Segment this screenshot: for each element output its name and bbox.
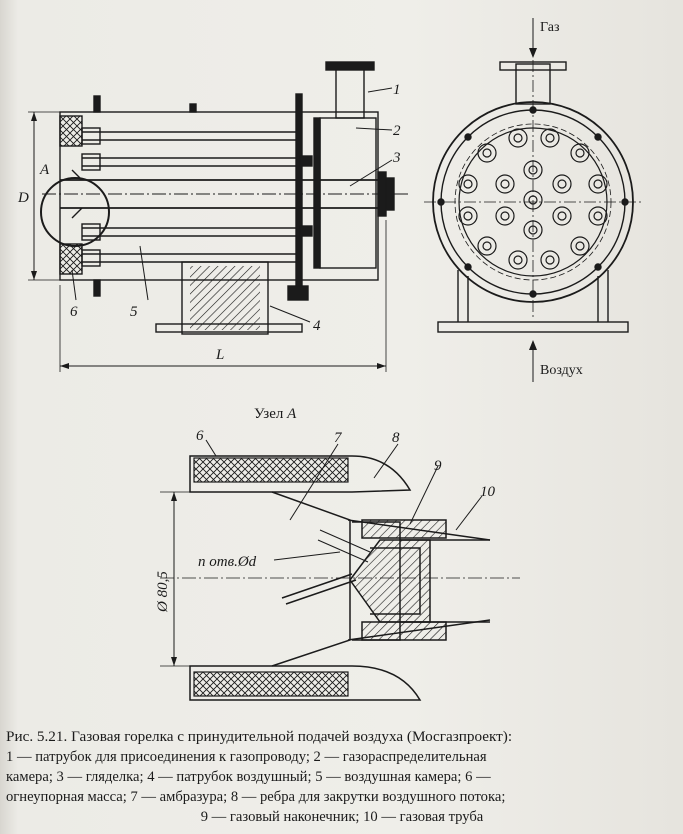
caption-line-4: 9 — газовый наконечник; 10 — газовая тру… (200, 809, 484, 825)
label-3: 3 (392, 150, 401, 166)
flow-arrows (529, 48, 537, 350)
label-6: 6 (70, 304, 78, 320)
caption-line-1: 1 — патрубок для присоединения к газопро… (6, 749, 487, 765)
figure-caption: Рис. 5.21. Газовая горелка с принудитель… (6, 727, 678, 827)
caption-line-2: камера; 3 — гляделка; 4 — патрубок возду… (6, 769, 491, 785)
burner-side-view (28, 61, 410, 372)
dimension-arrows (31, 112, 386, 369)
label-1: 1 (393, 82, 401, 98)
detail-label-10: 10 (480, 484, 496, 500)
gas-label: Газ (540, 20, 560, 35)
label-A: A (39, 162, 50, 178)
detail-arrows (171, 492, 177, 666)
detail-label-7: 7 (334, 430, 343, 446)
detail-diameter: Ø 80,5 (155, 571, 171, 613)
caption-line-3: огнеупорная масса; 7 — амбразура; 8 — ре… (6, 789, 506, 805)
caption-title: Рис. 5.21. Газовая горелка с принудитель… (6, 728, 513, 745)
label-4: 4 (313, 318, 321, 334)
detail-title: Узел A (254, 406, 297, 422)
dimension-L: L (215, 347, 224, 363)
detail-label-8: 8 (392, 430, 400, 446)
detail-holes: n отв.Ød (198, 554, 257, 570)
detail-label-9: 9 (434, 458, 442, 474)
burner-front-view (424, 18, 642, 382)
label-5: 5 (130, 304, 138, 320)
label-2: 2 (393, 123, 401, 139)
detail-A (160, 439, 520, 701)
dimension-D: D (17, 190, 29, 206)
detail-label-6: 6 (196, 428, 204, 444)
air-label: Воздух (540, 363, 583, 378)
